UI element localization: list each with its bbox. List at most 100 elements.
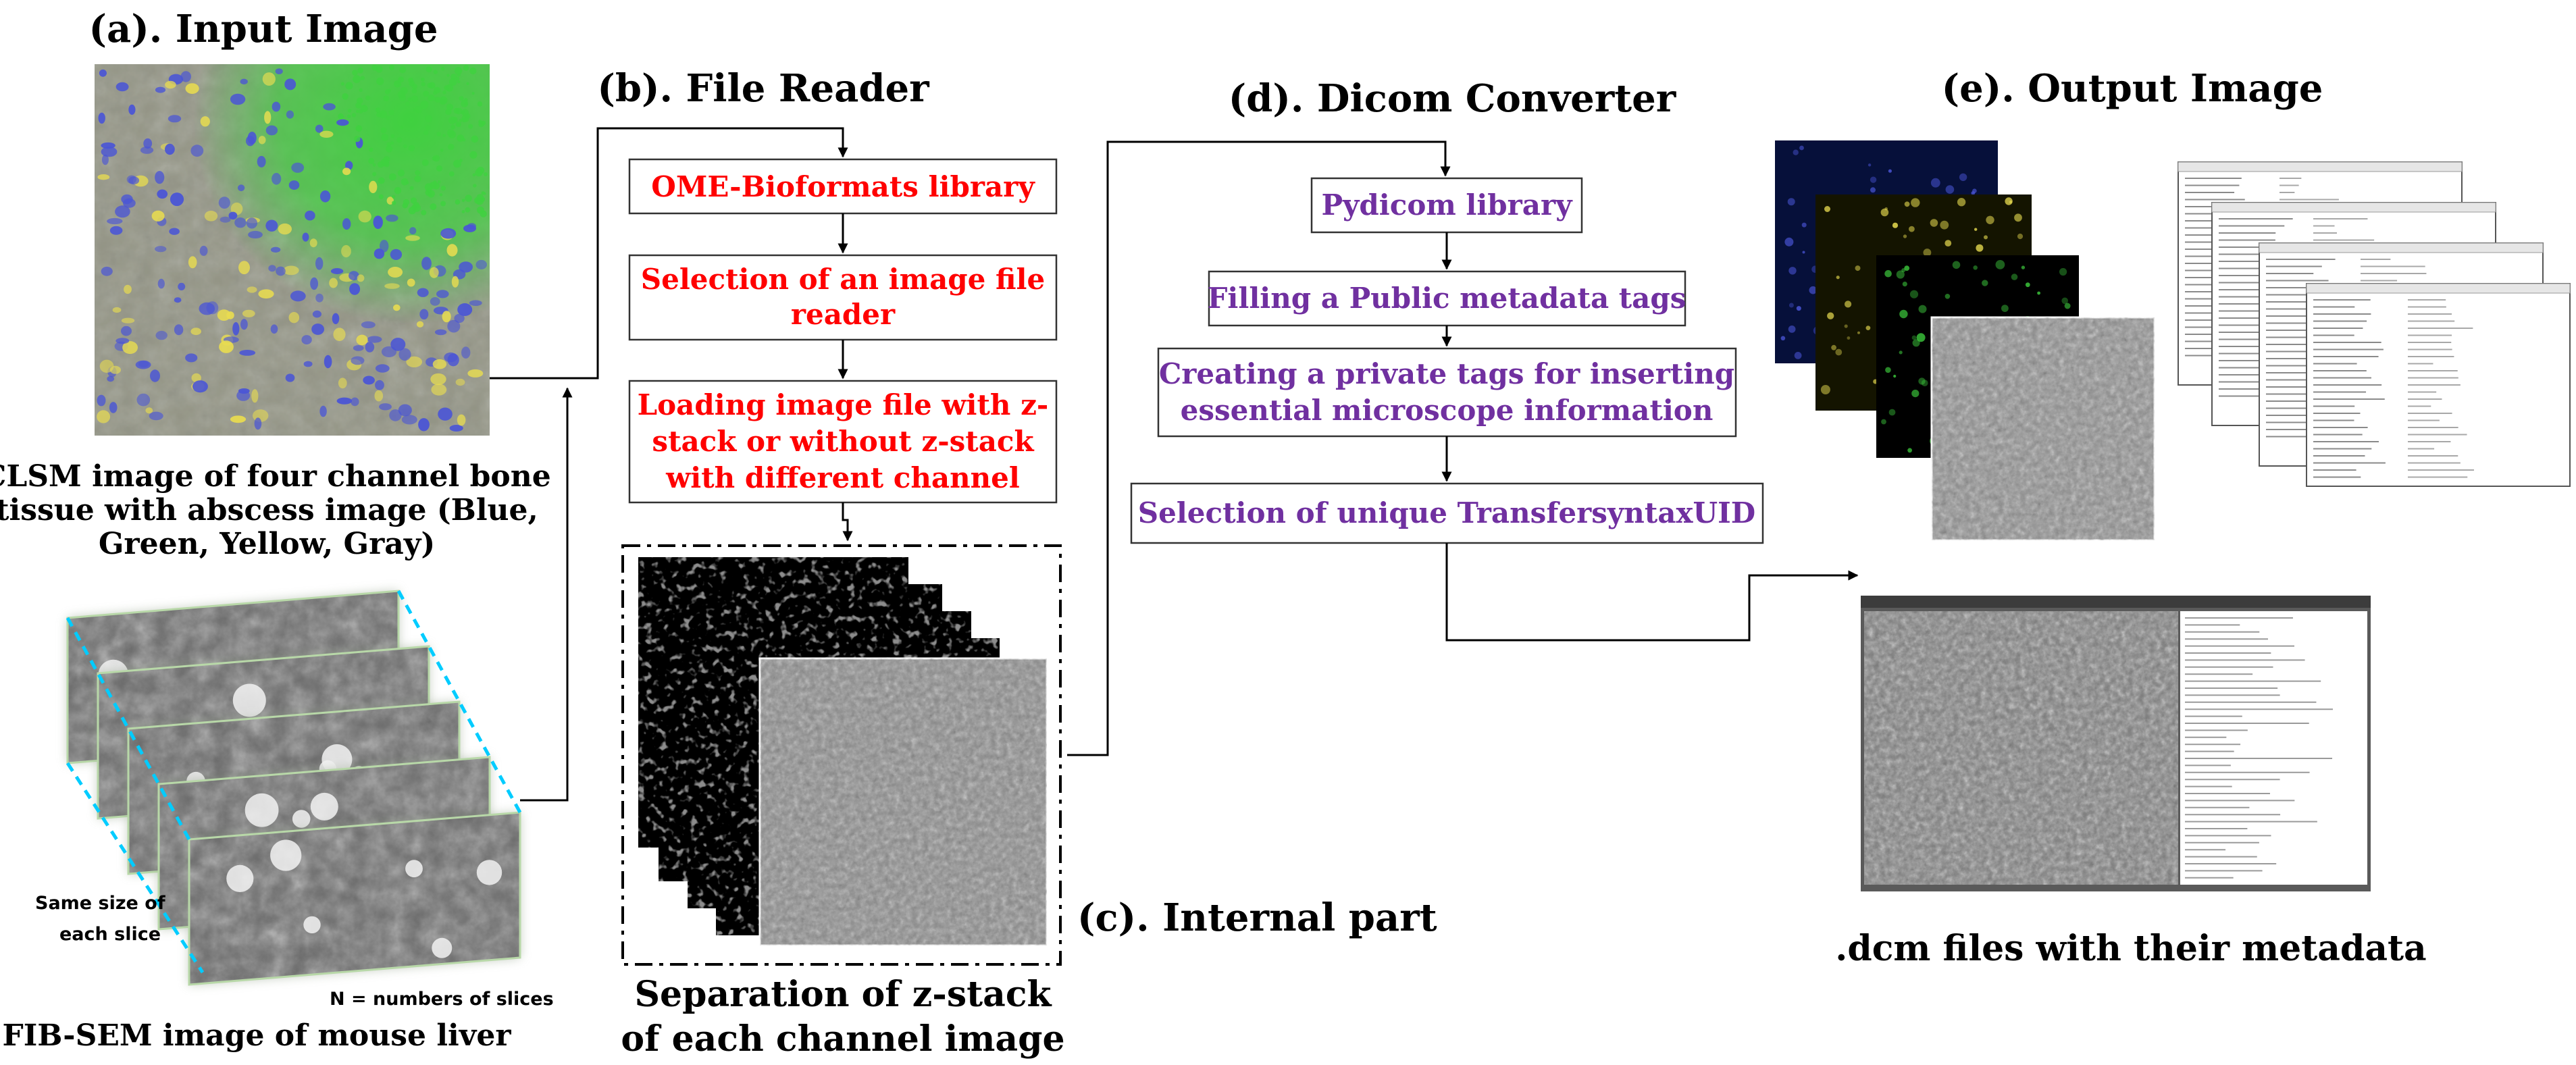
clsm-nucleus <box>374 390 384 402</box>
output-channel-cell <box>1904 201 1910 207</box>
clsm-nucleus <box>268 265 276 272</box>
clsm-nucleus <box>349 283 361 295</box>
clsm-green-cell <box>465 113 471 119</box>
converter-box-pydicom <box>1310 177 1583 234</box>
output-channel-cell <box>1831 344 1837 350</box>
clsm-green-cell <box>378 177 385 184</box>
clsm-nucleus <box>248 230 263 239</box>
clsm-nucleus <box>228 211 238 219</box>
clsm-nucleus <box>170 192 184 207</box>
clsm-nucleus <box>329 278 338 288</box>
clsm-green-cell <box>462 138 466 142</box>
clsm-nucleus <box>128 104 136 115</box>
clsm-green-cell <box>442 134 446 137</box>
clsm-nucleus <box>342 218 351 230</box>
clsm-green-cell <box>421 77 425 82</box>
clsm-green-cell <box>378 194 384 199</box>
fib-slice-texture <box>189 812 520 985</box>
clsm-nucleus <box>258 289 274 299</box>
clsm-nucleus <box>380 240 389 253</box>
converter-box-transfer-syntax <box>1130 482 1764 544</box>
clsm-nucleus <box>288 312 300 323</box>
clsm-green-cell <box>444 85 449 90</box>
output-channel-cell <box>1784 237 1794 246</box>
clsm-nucleus <box>353 345 364 351</box>
output-channel-cell <box>2064 303 2071 309</box>
clsm-nucleus <box>135 360 151 369</box>
clsm-green-cell <box>449 78 457 86</box>
clsm-nucleus <box>283 265 299 276</box>
clsm-green-cell <box>384 161 390 167</box>
fib-bright-spot <box>226 864 254 892</box>
clsm-nucleus <box>416 321 424 328</box>
clsm-nucleus <box>185 83 199 94</box>
clsm-nucleus <box>101 154 109 165</box>
output-channel-cell <box>1909 226 1915 232</box>
clsm-nucleus <box>438 407 453 421</box>
clsm-nucleus <box>270 324 278 334</box>
output-channel-cell <box>2059 267 2067 276</box>
output-channel-cell <box>1899 309 1908 319</box>
clsm-green-cell <box>440 185 446 191</box>
clsm-green-cell <box>461 199 465 203</box>
output-channel-cell <box>2011 274 2018 280</box>
connector-to-converter <box>1067 140 1451 756</box>
clsm-nucleus <box>386 214 398 222</box>
viewer-image-texture <box>1864 611 2178 885</box>
clsm-nucleus <box>401 415 417 425</box>
internal-caption-line-1: Separation of z-stack <box>634 974 1052 1015</box>
clsm-nucleus <box>365 342 375 353</box>
clsm-nucleus <box>115 338 130 344</box>
output-channel-cell <box>1957 198 1966 207</box>
output-channel-cell <box>1793 149 1799 155</box>
fib-bright-spot <box>310 792 338 821</box>
converter-box-public-tags-text: Filling a Public metadata tags <box>1208 282 1686 315</box>
clsm-nucleus <box>361 321 376 329</box>
clsm-nucleus <box>239 350 256 356</box>
output-channel-cell <box>1788 303 1794 308</box>
clsm-nucleus <box>246 136 255 147</box>
clsm-caption-line-2: tissue with abscess image (Blue, <box>0 493 538 527</box>
fib-bright-spot <box>270 839 302 871</box>
output-channel-cell <box>1888 169 1892 173</box>
clsm-nucleus <box>381 346 397 358</box>
output-channel-cell <box>1903 234 1907 238</box>
clsm-nucleus <box>315 293 324 303</box>
clsm-green-cell <box>428 192 432 196</box>
clsm-nucleus <box>112 307 122 313</box>
clsm-green-cell <box>471 135 479 143</box>
output-channel-cell <box>1884 269 1892 278</box>
internal-part-frame <box>621 544 1062 966</box>
clsm-green-cell <box>380 127 387 134</box>
same-size-label-line-1: Same size of <box>35 893 165 914</box>
clsm-nucleus <box>324 355 332 369</box>
clsm-nucleus <box>459 261 473 273</box>
clsm-nucleus <box>97 394 106 407</box>
output-channel-cell <box>1911 335 1917 340</box>
clsm-green-cell <box>476 194 484 201</box>
output-channel-cell <box>1788 267 1797 275</box>
clsm-green-cell <box>408 145 415 152</box>
reader-box-loading-text-1: Loading image file with z- <box>638 388 1049 421</box>
clsm-nucleus <box>303 361 313 367</box>
connector-to-reader <box>567 127 848 380</box>
output-channel-cell <box>1986 215 1994 224</box>
output-channel-cell <box>1827 312 1834 319</box>
output-caption: .dcm files with their metadata <box>1835 928 2426 969</box>
clsm-green-cell <box>368 157 375 164</box>
title-internal-part: (c). Internal part <box>1077 895 1437 940</box>
clsm-nucleus <box>247 286 257 293</box>
reader-arrow-3 <box>842 502 853 542</box>
clsm-nucleus <box>185 353 198 363</box>
clsm-nucleus <box>115 82 129 92</box>
output-channel-cell <box>2061 297 2068 305</box>
clsm-green-cell <box>448 171 455 177</box>
viewer-metadata-panel <box>2180 611 2367 885</box>
clsm-nucleus <box>238 261 250 275</box>
clsm-nucleus <box>234 217 247 228</box>
clsm-green-cell <box>357 97 363 104</box>
clsm-nucleus <box>375 364 390 373</box>
clsm-green-cell <box>355 109 359 113</box>
clsm-nucleus <box>389 409 402 421</box>
